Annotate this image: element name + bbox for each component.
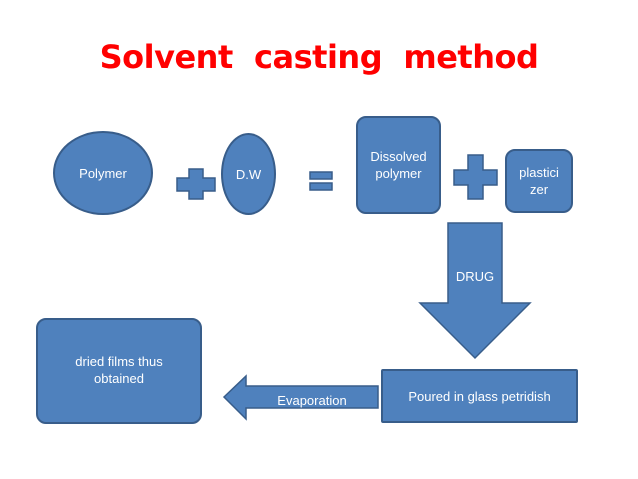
dw-label: D.W [235, 166, 262, 182]
plasticizer-label: plastici zer [519, 165, 559, 197]
poured-label: Poured in glass petridish [408, 388, 551, 404]
dried-films-label: dried films thus obtained [75, 354, 163, 386]
down-arrow-icon [418, 222, 532, 360]
polymer-label: Polymer [79, 165, 127, 181]
polymer-ellipse: Polymer [53, 131, 153, 215]
evaporation-label: Evaporation [277, 393, 347, 408]
equals-icon [309, 171, 333, 191]
plus-icon [176, 168, 216, 200]
dissolved-polymer-box: Dissolved polymer [356, 116, 441, 214]
left-arrow-icon [222, 374, 379, 421]
dried-films-box: dried films thus obtained [36, 318, 202, 424]
slide-title: Solvent casting method [99, 38, 539, 76]
drug-label: DRUG [455, 269, 495, 284]
plus-icon [453, 154, 498, 200]
dw-ellipse: D.W [221, 133, 276, 215]
plasticizer-box: plastici zer [505, 149, 573, 213]
poured-box: Poured in glass petridish [381, 369, 578, 423]
dissolved-polymer-label: Dissolved polymer [370, 149, 427, 181]
